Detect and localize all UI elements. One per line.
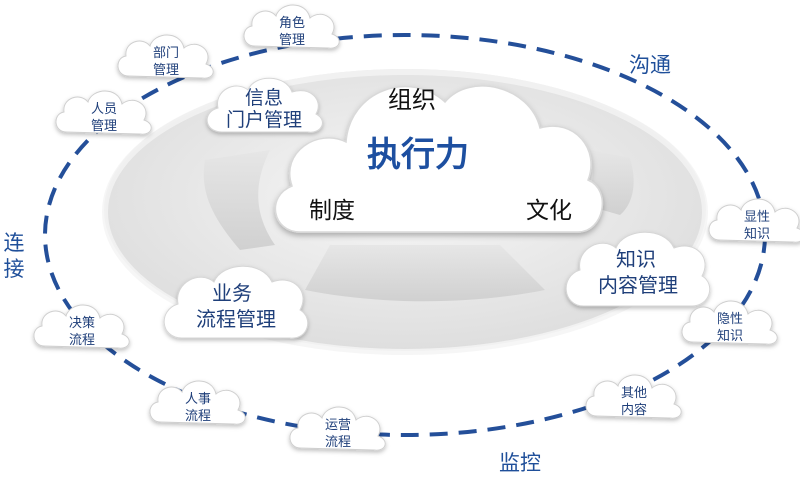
- center-left-label: 制度: [309, 198, 355, 224]
- cloud-other-line1: 其他: [621, 386, 647, 401]
- cloud-operation-line1: 运营: [325, 418, 351, 433]
- cloud-personnel-line1: 人员: [91, 102, 117, 117]
- cloud-personnel-line2: 管理: [91, 119, 117, 134]
- cloud-knowledge-content-line1: 知识: [616, 247, 656, 271]
- cloud-decision-line1: 决策: [69, 315, 95, 331]
- cloud-implicit-line2: 知识: [717, 328, 743, 344]
- center-right-label: 文化: [526, 198, 572, 224]
- ring-label-connect-2: 接: [4, 257, 25, 281]
- ring-label-monitor: 监控: [499, 451, 541, 475]
- cloud-department-line1: 部门: [153, 46, 179, 61]
- cloud-department-line2: 管理: [153, 63, 179, 78]
- cloud-explicit-line1: 显性: [744, 210, 770, 225]
- cloud-hr-line2: 流程: [185, 409, 211, 424]
- cloud-implicit-line1: 隐性: [717, 312, 743, 327]
- cloud-info-portal-line1: 信息: [245, 87, 283, 109]
- cloud-explicit-knowledge: 显性 知识: [708, 198, 800, 243]
- cloud-role-management: 角色 管理: [243, 4, 340, 49]
- cloud-implicit-knowledge: 隐性 知识: [681, 300, 778, 345]
- cloud-info-portal: 信息 门户管理: [206, 77, 323, 133]
- cloud-business-process-line2: 流程管理: [196, 307, 276, 331]
- cloud-decision-line2: 流程: [69, 333, 95, 348]
- cloud-other-content: 其他 内容: [585, 374, 682, 419]
- cloud-business-process: 业务 流程管理: [163, 265, 309, 339]
- cloud-knowledge-content: 知识 内容管理: [565, 231, 711, 307]
- cloud-explicit-line2: 知识: [744, 226, 770, 242]
- cloud-personnel-management: 人员 管理: [55, 90, 152, 135]
- cloud-other-line2: 内容: [621, 402, 647, 418]
- ring-label-communicate: 沟通: [629, 53, 671, 77]
- cloud-business-process-line1: 业务: [212, 281, 252, 305]
- cloud-knowledge-content-line2: 内容管理: [598, 273, 678, 297]
- cloud-info-portal-line2: 门户管理: [226, 109, 302, 131]
- cloud-hr-line1: 人事: [185, 392, 211, 407]
- cloud-decision-process: 决策 流程: [33, 304, 130, 349]
- inner-segments: [203, 150, 634, 302]
- central-cloud: [274, 85, 604, 233]
- cloud-hr-process: 人事 流程: [149, 380, 246, 425]
- cloud-operation-process: 运营 流程: [289, 406, 386, 451]
- cloud-role-line1: 角色: [279, 15, 305, 31]
- cloud-role-line2: 管理: [279, 33, 305, 48]
- cloud-department-management: 部门 管理: [117, 34, 214, 79]
- cloud-operation-line2: 流程: [325, 435, 351, 450]
- ring-label-connect-1: 连: [4, 231, 25, 255]
- center-title: 执行力: [367, 135, 469, 175]
- center-top-label: 组织: [388, 86, 436, 114]
